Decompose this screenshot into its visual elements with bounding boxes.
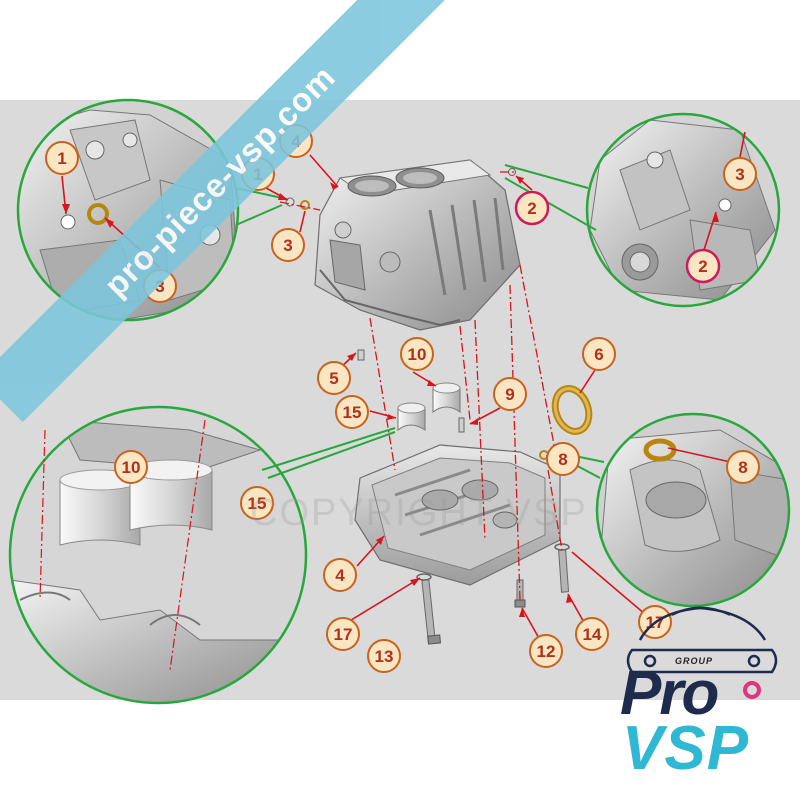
callout-13: 13 bbox=[367, 639, 401, 673]
callout-8-detail: 8 bbox=[726, 450, 760, 484]
callout-2-main: 2 bbox=[514, 190, 550, 226]
brand-logo: GROUP Pro VSP bbox=[612, 588, 792, 788]
svg-text:3: 3 bbox=[283, 236, 292, 255]
callout-5: 5 bbox=[317, 361, 351, 395]
bearing-shell-lower bbox=[397, 402, 426, 432]
callout-3-main: 3 bbox=[271, 228, 305, 262]
callout-9: 9 bbox=[493, 377, 527, 411]
logo-car-icon bbox=[626, 606, 778, 674]
callout-3-right-detail: 3 bbox=[723, 157, 757, 191]
svg-text:17: 17 bbox=[334, 625, 353, 644]
svg-text:6: 6 bbox=[594, 345, 603, 364]
bearing-shell-upper bbox=[432, 382, 461, 414]
long-bolt-13 bbox=[416, 573, 442, 645]
oil-seal bbox=[551, 385, 593, 435]
leader-arrowheads bbox=[62, 176, 719, 617]
svg-text:12: 12 bbox=[537, 642, 556, 661]
logo-vsp-text: VSP bbox=[622, 714, 750, 783]
svg-text:13: 13 bbox=[375, 647, 394, 666]
svg-text:5: 5 bbox=[329, 369, 338, 388]
callout-6: 6 bbox=[582, 337, 616, 371]
svg-text:3: 3 bbox=[735, 165, 744, 184]
svg-text:10: 10 bbox=[122, 458, 141, 477]
svg-text:9: 9 bbox=[505, 385, 514, 404]
callout-12: 12 bbox=[529, 634, 563, 668]
lower-crankcase bbox=[354, 444, 561, 586]
svg-text:1: 1 bbox=[57, 149, 66, 168]
svg-text:8: 8 bbox=[558, 450, 567, 469]
detail-view-seal bbox=[595, 412, 791, 608]
svg-text:14: 14 bbox=[583, 625, 602, 644]
svg-text:2: 2 bbox=[527, 199, 536, 218]
callout-14: 14 bbox=[575, 617, 609, 651]
logo-pro-text: Pro bbox=[620, 659, 719, 728]
long-bolt-14 bbox=[554, 543, 570, 593]
logo-group-label: GROUP bbox=[675, 656, 714, 666]
svg-text:10: 10 bbox=[408, 345, 427, 364]
svg-text:8: 8 bbox=[738, 458, 747, 477]
svg-text:4: 4 bbox=[335, 566, 345, 585]
callout-1-detail: 1 bbox=[45, 141, 79, 175]
svg-text:15: 15 bbox=[343, 403, 362, 422]
assembly-axes bbox=[279, 171, 563, 601]
callout-8-main: 8 bbox=[546, 442, 580, 476]
svg-text:2: 2 bbox=[698, 257, 707, 276]
callout-2-right-detail: 2 bbox=[685, 248, 721, 284]
engine-block bbox=[314, 159, 521, 331]
callout-10-detail: 10 bbox=[114, 450, 148, 484]
logo-pink-bolt-icon bbox=[743, 681, 761, 699]
copyright-watermark: COPYRIGHT VSP bbox=[250, 492, 588, 534]
callout-10-main: 10 bbox=[400, 337, 434, 371]
callouts: 1 3 1 3 4 2 3 2 bbox=[45, 124, 760, 673]
svg-text:15: 15 bbox=[248, 494, 267, 513]
callout-17-main: 17 bbox=[326, 617, 360, 651]
callout-4-bottom: 4 bbox=[323, 558, 357, 592]
detail-view-bearings bbox=[8, 405, 308, 705]
callout-15-detail: 15 bbox=[240, 486, 274, 520]
callout-15-main: 15 bbox=[335, 395, 369, 429]
svg-text:3: 3 bbox=[155, 277, 164, 296]
